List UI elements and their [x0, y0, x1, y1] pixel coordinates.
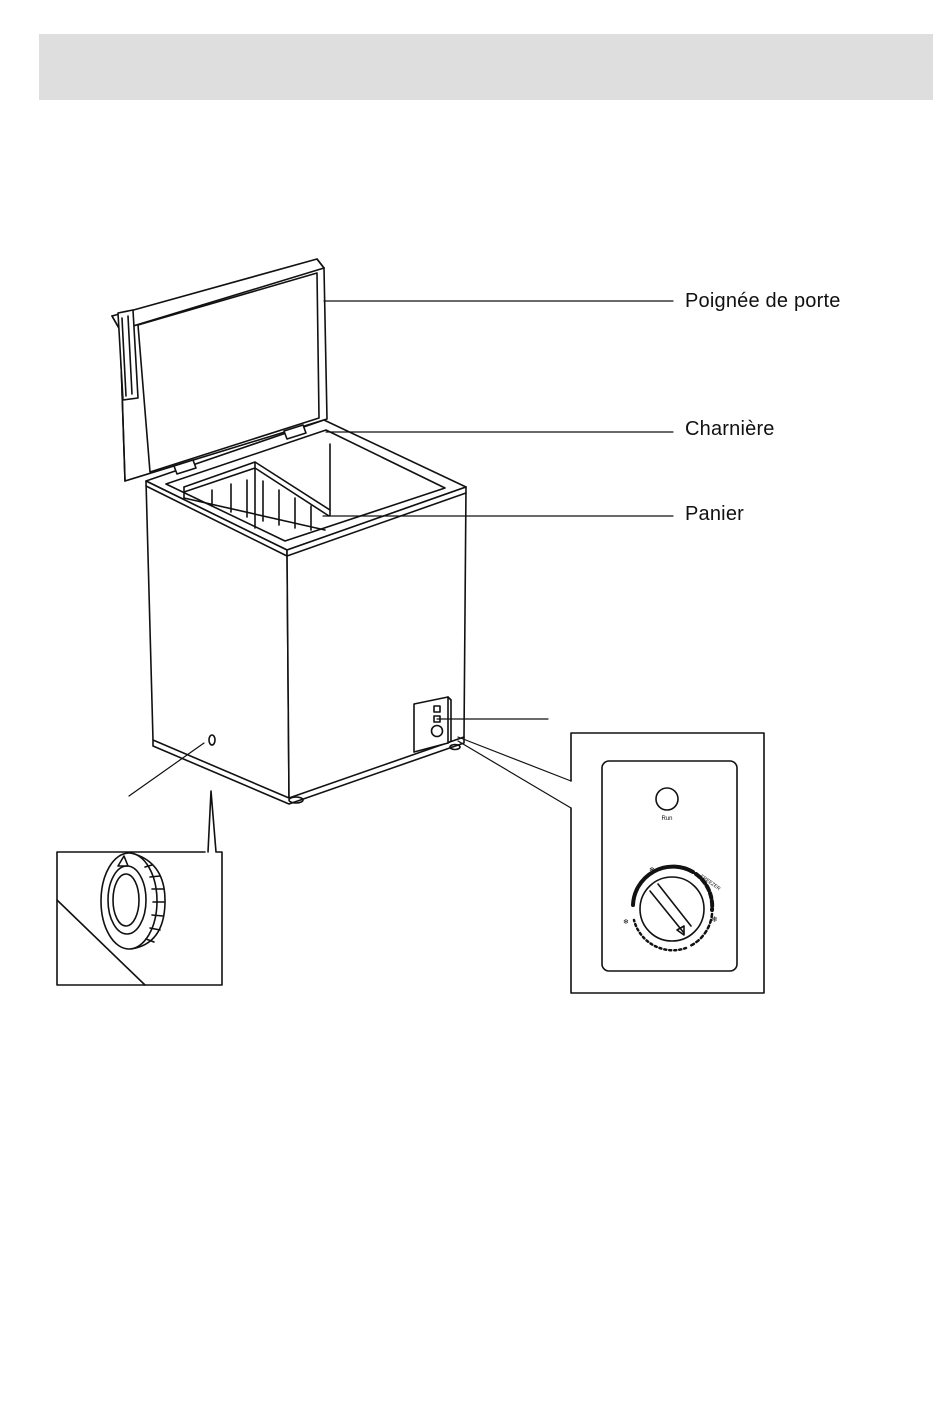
control-box	[414, 697, 451, 752]
label-door-handle: Poignée de porte	[685, 290, 841, 313]
drain-cap-icon	[101, 853, 165, 949]
control-panel-detail: Run FREEZER ❄ ❄ ❄	[571, 733, 764, 993]
snowflake-icon: ❄	[623, 918, 629, 926]
run-indicator-icon	[656, 788, 678, 810]
run-label: Run	[661, 816, 672, 822]
label-hinge: Charnière	[685, 418, 775, 441]
drain-plug-detail	[57, 791, 222, 985]
snowflake-icon: ❄	[711, 915, 718, 924]
snowflake-icon: ❄	[649, 866, 655, 874]
label-basket: Panier	[685, 503, 744, 526]
